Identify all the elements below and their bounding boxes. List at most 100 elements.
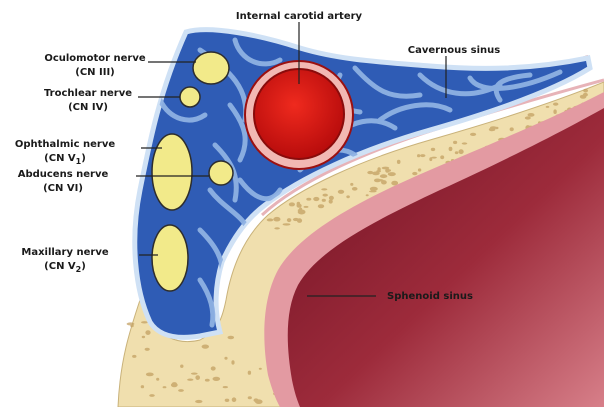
bone-dot bbox=[210, 366, 216, 371]
leader-lines bbox=[136, 22, 447, 297]
bone-dot bbox=[145, 330, 151, 335]
bone-dot bbox=[180, 364, 184, 368]
bone-dot bbox=[374, 178, 381, 183]
bone-dot bbox=[178, 389, 184, 392]
label-abducens-cn: (CN VI) bbox=[43, 183, 83, 194]
bone-dot bbox=[376, 170, 381, 173]
label-maxillary-nerve: Maxillary nerve bbox=[21, 247, 108, 258]
bone-dot bbox=[317, 204, 325, 209]
bone-dot bbox=[387, 172, 396, 177]
bone-dot bbox=[417, 154, 421, 158]
ophthalmic-nerve bbox=[151, 133, 193, 211]
abducens-nerve bbox=[208, 160, 234, 186]
bone-dot bbox=[553, 102, 559, 106]
label-trochlear-cn: (CN IV) bbox=[68, 102, 108, 113]
bone-dot bbox=[156, 377, 160, 381]
bone-dot bbox=[187, 378, 194, 381]
bone-dot bbox=[266, 218, 274, 222]
bone-dot bbox=[527, 113, 535, 117]
label-sphenoid-sinus: Sphenoid sinus bbox=[387, 291, 473, 302]
bone-dot bbox=[141, 335, 146, 339]
label-oculomotor-nerve: Oculomotor nerve bbox=[44, 53, 146, 64]
bone-dot bbox=[430, 147, 436, 152]
bone-dot bbox=[379, 174, 388, 179]
label-abducens-nerve: Abducens nerve bbox=[18, 169, 109, 180]
bone-dot bbox=[293, 218, 298, 221]
bone-dot bbox=[144, 347, 150, 351]
bone-dot bbox=[313, 196, 320, 202]
maxillary-nerve bbox=[151, 224, 189, 292]
bone-dot bbox=[412, 171, 418, 176]
bone-dot bbox=[190, 372, 198, 375]
bone-dot bbox=[222, 386, 228, 389]
bone-dot bbox=[296, 218, 303, 223]
bone-dot bbox=[553, 109, 557, 114]
bone-dot bbox=[258, 367, 262, 370]
bone-dot bbox=[328, 199, 333, 204]
bone-dot bbox=[372, 171, 380, 176]
bone-dot bbox=[195, 399, 203, 404]
bone-dot bbox=[149, 394, 155, 397]
bone-dot bbox=[170, 382, 178, 388]
bone-dot bbox=[132, 354, 137, 358]
bone-dot bbox=[524, 116, 531, 120]
label-internal-carotid-artery: Internal carotid artery bbox=[236, 11, 363, 22]
bone-dot bbox=[296, 203, 302, 208]
bone-dot bbox=[470, 132, 477, 136]
bone-dot bbox=[227, 335, 235, 340]
bone-dot bbox=[454, 151, 459, 155]
bone-dot bbox=[579, 94, 587, 99]
bone-dot bbox=[351, 187, 358, 191]
bone-dot bbox=[391, 180, 399, 186]
bone-dot bbox=[509, 127, 514, 132]
label-cavernous-sinus: Cavernous sinus bbox=[408, 45, 500, 56]
bone-dot bbox=[204, 378, 210, 382]
bone-dot bbox=[417, 168, 422, 172]
bone-dot bbox=[461, 142, 468, 145]
sphenoid-sinus-cavity bbox=[287, 108, 604, 407]
bone-dot bbox=[247, 396, 252, 400]
bone-dot bbox=[545, 105, 550, 108]
bone-dot bbox=[195, 375, 200, 380]
bone-dot bbox=[247, 370, 252, 375]
bone-dot bbox=[381, 180, 387, 185]
label-ophthalmic-cn: (CN V1) bbox=[44, 153, 86, 166]
bone-dot bbox=[231, 397, 237, 403]
bone-dot bbox=[224, 356, 228, 360]
oculomotor-nerve bbox=[192, 51, 230, 85]
bone-dot bbox=[453, 140, 458, 145]
bone-dot bbox=[440, 155, 445, 160]
bone-dot bbox=[350, 182, 354, 186]
label-ophthalmic-nerve: Ophthalmic nerve bbox=[15, 139, 115, 150]
bone-dot bbox=[303, 205, 309, 208]
bone-dot bbox=[253, 398, 259, 403]
bone-dot bbox=[458, 149, 464, 155]
bone-dot bbox=[140, 385, 145, 389]
bone-dot bbox=[288, 202, 295, 207]
bone-dot bbox=[231, 360, 235, 365]
bone-dot bbox=[322, 193, 328, 197]
bone-dot bbox=[321, 198, 326, 202]
bone-dot bbox=[346, 195, 350, 199]
bone-dot bbox=[367, 170, 374, 175]
bone-dot bbox=[431, 156, 437, 159]
bone-dot bbox=[583, 88, 588, 93]
bone-dot bbox=[365, 194, 369, 197]
bone-dot bbox=[490, 126, 497, 129]
bone-dot bbox=[145, 372, 154, 377]
bone-dot bbox=[369, 186, 378, 191]
bone-dot bbox=[321, 188, 328, 191]
trochlear-nerve bbox=[179, 86, 201, 108]
bone-dot bbox=[141, 321, 148, 324]
bone-dot bbox=[297, 209, 306, 215]
bone-dot bbox=[306, 197, 312, 201]
bone-dot bbox=[448, 146, 453, 152]
bone-dot bbox=[273, 216, 281, 222]
bone-dot bbox=[386, 169, 391, 172]
bone-dot bbox=[201, 344, 209, 349]
bone-dot bbox=[396, 159, 401, 164]
bone-dot bbox=[286, 218, 292, 223]
bone-dot bbox=[420, 154, 426, 158]
bone-dot bbox=[212, 376, 221, 381]
